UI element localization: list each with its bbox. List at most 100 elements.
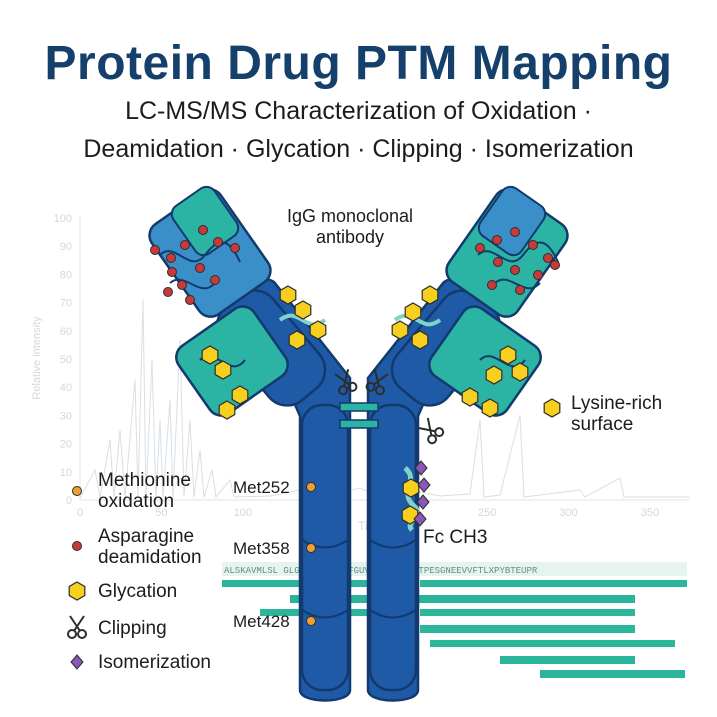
fc-ch3-label: Fc CH3 (423, 527, 488, 548)
hinge-disulfide (339, 419, 379, 429)
scissors-icon (67, 615, 87, 639)
scissors-icon (415, 415, 446, 446)
yellow-hexagon-icon (511, 362, 529, 382)
domain-junctions (301, 539, 417, 619)
site-label: Met428 (233, 612, 290, 631)
legend-label-clipping: Clipping (98, 618, 167, 639)
yellow-hexagon-icon (201, 345, 219, 365)
red-dot-icon (510, 227, 520, 237)
red-dot-icon (198, 225, 208, 235)
yellow-hexagon-icon (411, 330, 429, 350)
site-label: Met358 (233, 539, 290, 558)
y-tick-label: 20 (60, 439, 72, 451)
red-dot-icon (163, 287, 173, 297)
orange-dot-icon (72, 486, 82, 496)
yellow-hexagon-icon (461, 387, 479, 407)
x-tick-label: 50 (155, 507, 167, 519)
purple-diamond-icon (417, 477, 431, 493)
red-dot-icon (167, 267, 177, 277)
red-dot-icon (230, 243, 240, 253)
red-dot-icon (550, 260, 560, 270)
y-tick-label: 90 (60, 241, 72, 253)
yellow-hexagon-icon (481, 398, 499, 418)
red-dot-icon (492, 235, 502, 245)
purple-diamond-icon (70, 654, 84, 670)
site-label: Met252 (233, 478, 290, 497)
red-dot-icon (475, 243, 485, 253)
coverage-bar (430, 640, 675, 647)
red-dot-icon (210, 275, 220, 285)
red-dot-icon (510, 265, 520, 275)
hinge-disulfide (339, 402, 379, 412)
coverage-bar (420, 580, 687, 587)
backbone-trace (393, 313, 442, 327)
peptide-coverage-map: ALSKAVMLSL GLGEVALKVKKTFGUVAAGLLPMECTPES… (222, 562, 687, 678)
yellow-hexagon-icon (404, 302, 422, 322)
y-tick-label: 40 (60, 382, 72, 394)
red-dot-icon (213, 237, 223, 247)
yellow-hexagon-icon (288, 330, 306, 350)
spectrum-y-label: Relative intensity (31, 316, 43, 400)
coverage-bar (420, 609, 635, 616)
red-dot-icon (533, 270, 543, 280)
orange-dot-icon (306, 543, 316, 553)
red-dot-icon (177, 280, 187, 290)
x-tick-label: 300 (559, 507, 577, 519)
yellow-hexagon-icon (421, 285, 439, 305)
subtitle-line-1: LC-MS/MS Characterization of Oxidation · (125, 97, 592, 125)
yellow-hexagon-icon (309, 320, 327, 340)
red-dot-icon (487, 280, 497, 290)
light-chain-constant-left (175, 305, 289, 417)
red-dot-icon (528, 240, 538, 250)
y-tick-label: 100 (54, 213, 72, 225)
x-tick-label: 0 (77, 507, 83, 519)
igg-antibody (148, 185, 569, 702)
red-dot-icon (543, 253, 553, 263)
yellow-hexagon-icon (499, 345, 517, 365)
yellow-hexagon-icon (279, 285, 297, 305)
red-dot-icon (180, 240, 190, 250)
subtitle-line-2: Deamidation · Glycation · Clipping · Iso… (83, 135, 634, 163)
y-tick-label: 60 (60, 326, 72, 338)
backbone-trace (477, 241, 559, 290)
x-tick-label: 100 (234, 507, 252, 519)
y-tick-label: 80 (60, 269, 72, 281)
yellow-hexagon-icon (391, 320, 409, 340)
red-dot-icon (72, 541, 82, 551)
yellow-hexagon-icon (68, 581, 86, 601)
backbone-trace (159, 241, 241, 290)
y-tick-label: 0 (66, 495, 72, 507)
yellow-hexagon-icon (485, 365, 503, 385)
legend-label-oxidation: Methionine oxidation (98, 470, 191, 512)
legend-label-deamidation: Asparagine deamidation (98, 526, 202, 568)
antibody-label: IgG monoclonal antibody (286, 206, 414, 247)
orange-dot-icon (306, 616, 316, 626)
yellow-hexagon-icon (402, 478, 420, 498)
y-tick-label: 50 (60, 354, 72, 366)
x-tick-label: 350 (641, 507, 659, 519)
coverage-bar (290, 595, 635, 603)
coverage-bar (420, 625, 635, 633)
red-dot-icon (166, 253, 176, 263)
x-tick-label: 250 (478, 507, 496, 519)
red-dot-icon (185, 295, 195, 305)
red-dot-icon (150, 245, 160, 255)
legend-label-glycation: Glycation (98, 581, 178, 602)
y-tick-label: 30 (60, 410, 72, 422)
y-tick-label: 10 (60, 467, 72, 479)
red-dot-icon (195, 263, 205, 273)
lysine-surface-label: Lysine-rich surface (571, 393, 663, 435)
red-dot-icon (515, 285, 525, 295)
yellow-hexagon-icon (543, 398, 561, 418)
yellow-hexagon-icon (231, 385, 249, 405)
coverage-bar (500, 656, 635, 664)
yellow-hexagon-icon (214, 360, 232, 380)
coverage-bar (540, 670, 685, 678)
page-title: Protein Drug PTM Mapping (44, 37, 673, 90)
yellow-hexagon-icon (218, 400, 236, 420)
legend-label-isomerization: Isomerization (98, 652, 211, 673)
light-chain-constant-right (428, 305, 542, 417)
yellow-hexagon-icon (294, 300, 312, 320)
